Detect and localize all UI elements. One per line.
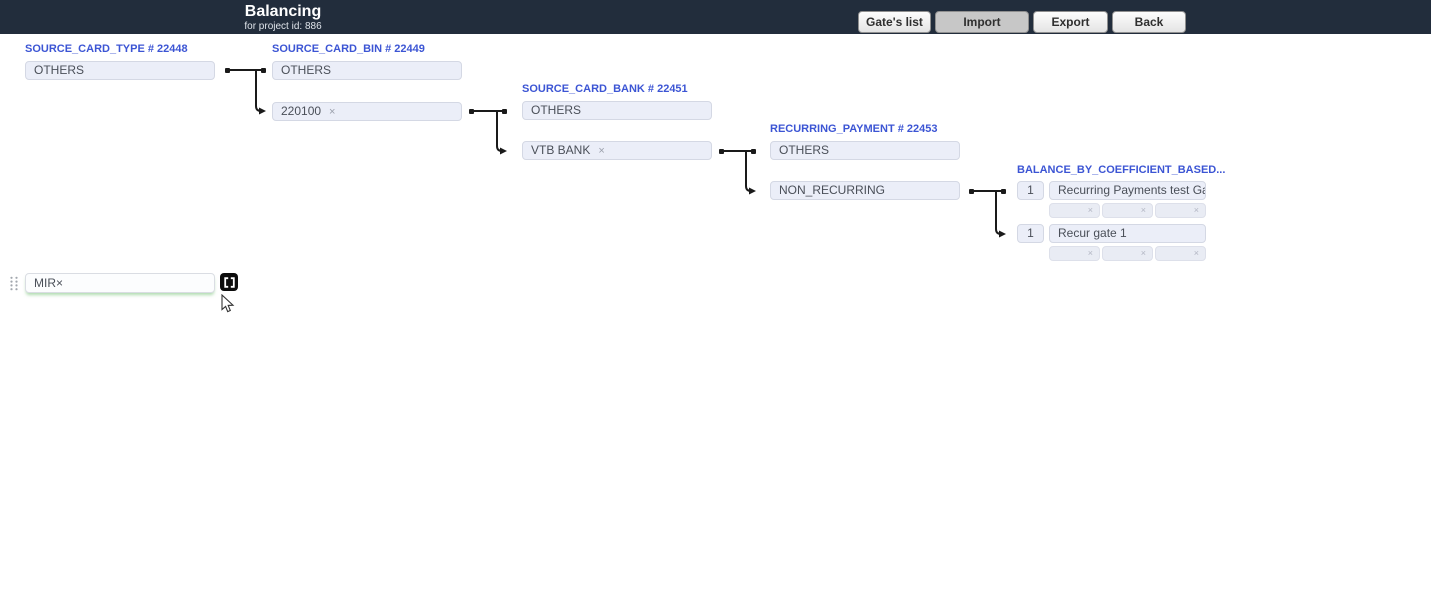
export-button[interactable]: Export: [1033, 11, 1108, 33]
gate-slot[interactable]: ×: [1049, 203, 1100, 218]
rule-chip-label: OTHERS: [281, 63, 332, 77]
column-title-source-card-bank: SOURCE_CARD_BANK # 22451: [522, 83, 688, 95]
back-button[interactable]: Back: [1112, 11, 1186, 33]
floating-rule-chip-mir[interactable]: MIR×: [25, 273, 215, 293]
remove-icon[interactable]: ×: [598, 145, 605, 157]
rule-chip-label: OTHERS: [34, 63, 85, 77]
page-subtitle: for project id: 886: [244, 21, 322, 32]
remove-icon[interactable]: ×: [329, 106, 336, 118]
page-title: Balancing: [244, 3, 322, 20]
column-title-recurring-payment: RECURRING_PAYMENT # 22453: [770, 123, 938, 135]
gate-name-field[interactable]: Recurring Payments test Gate: [1049, 181, 1206, 200]
remove-icon[interactable]: ×: [56, 276, 64, 290]
import-button[interactable]: Import: [935, 11, 1029, 33]
remove-icon[interactable]: ×: [1087, 205, 1093, 215]
bracket-frame-icon: [223, 276, 235, 288]
gate-coefficient-value: 1: [1027, 226, 1034, 240]
rule-chip-bin-others[interactable]: OTHERS: [272, 61, 462, 80]
mouse-cursor-icon: [221, 293, 235, 314]
gate-name-label: Recurring Payments test Gate: [1058, 183, 1206, 197]
rule-chip-label: VTB BANK: [531, 143, 591, 157]
remove-icon[interactable]: ×: [1087, 248, 1093, 258]
rule-chip-card-type-others[interactable]: OTHERS: [25, 61, 215, 80]
connector-bin-to-bank: [469, 109, 507, 155]
connector-recurring-to-gates: [969, 189, 1006, 238]
rule-chip-label: OTHERS: [531, 103, 582, 117]
rule-chip-label: MIR: [34, 276, 56, 290]
remove-icon[interactable]: ×: [1193, 205, 1199, 215]
rule-chip-label: OTHERS: [779, 143, 830, 157]
header-title-block: Balancing for project id: 886: [203, 3, 363, 32]
column-title-source-card-type: SOURCE_CARD_TYPE # 22448: [25, 43, 188, 55]
column-title-balance-by-coefficient: BALANCE_BY_COEFFICIENT_BASED...: [1017, 164, 1226, 176]
connector-bank-to-recurring: [719, 149, 756, 195]
remove-icon[interactable]: ×: [1140, 205, 1146, 215]
gate-slot[interactable]: ×: [1155, 203, 1206, 218]
gate-coefficient-field[interactable]: 1: [1017, 181, 1044, 200]
rule-chip-label: 220100: [281, 104, 322, 118]
remove-icon[interactable]: ×: [1140, 248, 1146, 258]
rule-chip-bin-220100[interactable]: 220100 ×: [272, 102, 462, 121]
drag-handle-icon[interactable]: [9, 276, 19, 291]
link-target-badge[interactable]: [220, 273, 238, 291]
rule-chip-bank-others[interactable]: OTHERS: [522, 101, 712, 120]
rule-chip-recurring-others[interactable]: OTHERS: [770, 141, 960, 160]
gate-slot[interactable]: ×: [1102, 246, 1153, 261]
gate-coefficient-field[interactable]: 1: [1017, 224, 1044, 243]
gates-list-button[interactable]: Gate's list: [858, 11, 931, 33]
gate-name-label: Recur gate 1: [1058, 226, 1127, 240]
remove-icon[interactable]: ×: [1193, 248, 1199, 258]
rule-chip-non-recurring[interactable]: NON_RECURRING: [770, 181, 960, 200]
gate-slot[interactable]: ×: [1102, 203, 1153, 218]
rule-chip-bank-vtb[interactable]: VTB BANK ×: [522, 141, 712, 160]
app-header: Balancing for project id: 886 Gate's lis…: [0, 0, 1431, 34]
column-title-source-card-bin: SOURCE_CARD_BIN # 22449: [272, 43, 425, 55]
connector-type-to-bin: [225, 68, 266, 115]
gate-slot[interactable]: ×: [1155, 246, 1206, 261]
rule-chip-label: NON_RECURRING: [779, 183, 886, 197]
gate-name-field[interactable]: Recur gate 1: [1049, 224, 1206, 243]
gate-slot[interactable]: ×: [1049, 246, 1100, 261]
gate-coefficient-value: 1: [1027, 183, 1034, 197]
